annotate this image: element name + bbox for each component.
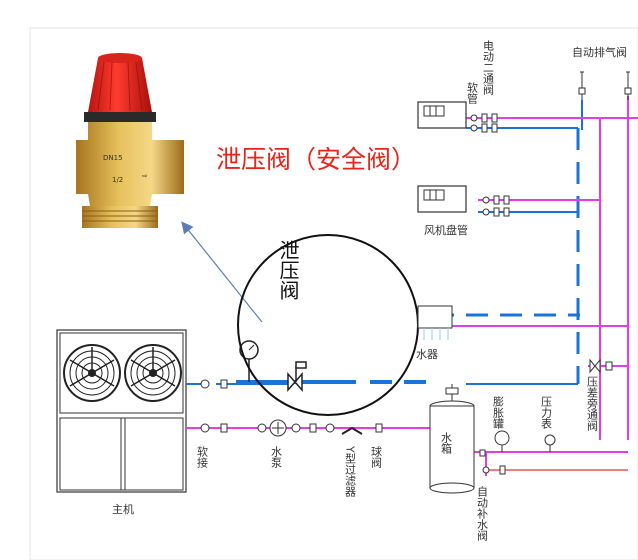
expansion-tank-icon bbox=[494, 430, 510, 452]
ball-valve-label: 球阀 bbox=[370, 445, 383, 469]
supply-line-fittings bbox=[200, 419, 383, 437]
fan-icon-right bbox=[124, 344, 182, 402]
fan-icon-left bbox=[63, 344, 121, 402]
callout-label: 泄压阀 bbox=[276, 240, 300, 300]
water-collector-label: 水器 bbox=[416, 348, 438, 361]
return-line-fittings bbox=[200, 379, 228, 389]
water-collector bbox=[417, 305, 453, 340]
pump-label: 水泵 bbox=[270, 446, 283, 468]
auto-vent-icons bbox=[578, 71, 632, 100]
water-tank bbox=[429, 384, 475, 494]
fan-coil-label: 风机盘管 bbox=[424, 223, 468, 237]
fan-coil-valves-top bbox=[470, 113, 498, 133]
fan-coil-unit-mid bbox=[417, 185, 467, 213]
safety-valve-symbol bbox=[287, 361, 307, 392]
valve-brass-body bbox=[76, 122, 184, 206]
host-label: 主机 bbox=[112, 502, 134, 516]
tank-label: 水箱 bbox=[440, 432, 453, 455]
valve-arrow-mark: ⇨ bbox=[142, 172, 148, 180]
valve-red-cap bbox=[88, 58, 152, 112]
fan-coil-valves-mid bbox=[482, 195, 510, 217]
valve-size-mark: DN15 bbox=[103, 154, 123, 162]
soft-joint-label: 软接 bbox=[196, 445, 209, 469]
hose-label: 软管 bbox=[466, 81, 479, 105]
pressure-gauge-label: 压力表 bbox=[540, 396, 553, 430]
diagram-title: 泄压阀（安全阀） bbox=[216, 145, 416, 174]
electric-valve-label: 电动二通阀 bbox=[482, 40, 495, 96]
bypass-valve-label: 压差旁通阀 bbox=[586, 376, 599, 432]
y-filter-label: Y型过滤器 bbox=[344, 445, 357, 497]
callout-arrow bbox=[181, 221, 263, 323]
auto-vent-label: 自动排气阀 bbox=[572, 45, 627, 59]
bypass-valve-icon bbox=[589, 358, 613, 374]
ball-valve-icon bbox=[375, 423, 383, 433]
auto-fill-label: 自动补水阀 bbox=[476, 486, 489, 542]
valve-thread-mark: 1/2 bbox=[112, 176, 123, 184]
valve-black-ring bbox=[84, 112, 156, 122]
safety-valve-photo: DN15 1/2 ⇨ bbox=[76, 53, 184, 228]
expansion-tank-label: 膨胀罐 bbox=[492, 395, 505, 430]
y-filter-icon bbox=[341, 426, 363, 435]
heat-pump-host bbox=[56, 329, 187, 493]
tank-pressure-gauge-icon bbox=[544, 434, 556, 452]
auto-fill-valves bbox=[479, 449, 506, 475]
fan-coil-unit-top bbox=[417, 101, 467, 129]
